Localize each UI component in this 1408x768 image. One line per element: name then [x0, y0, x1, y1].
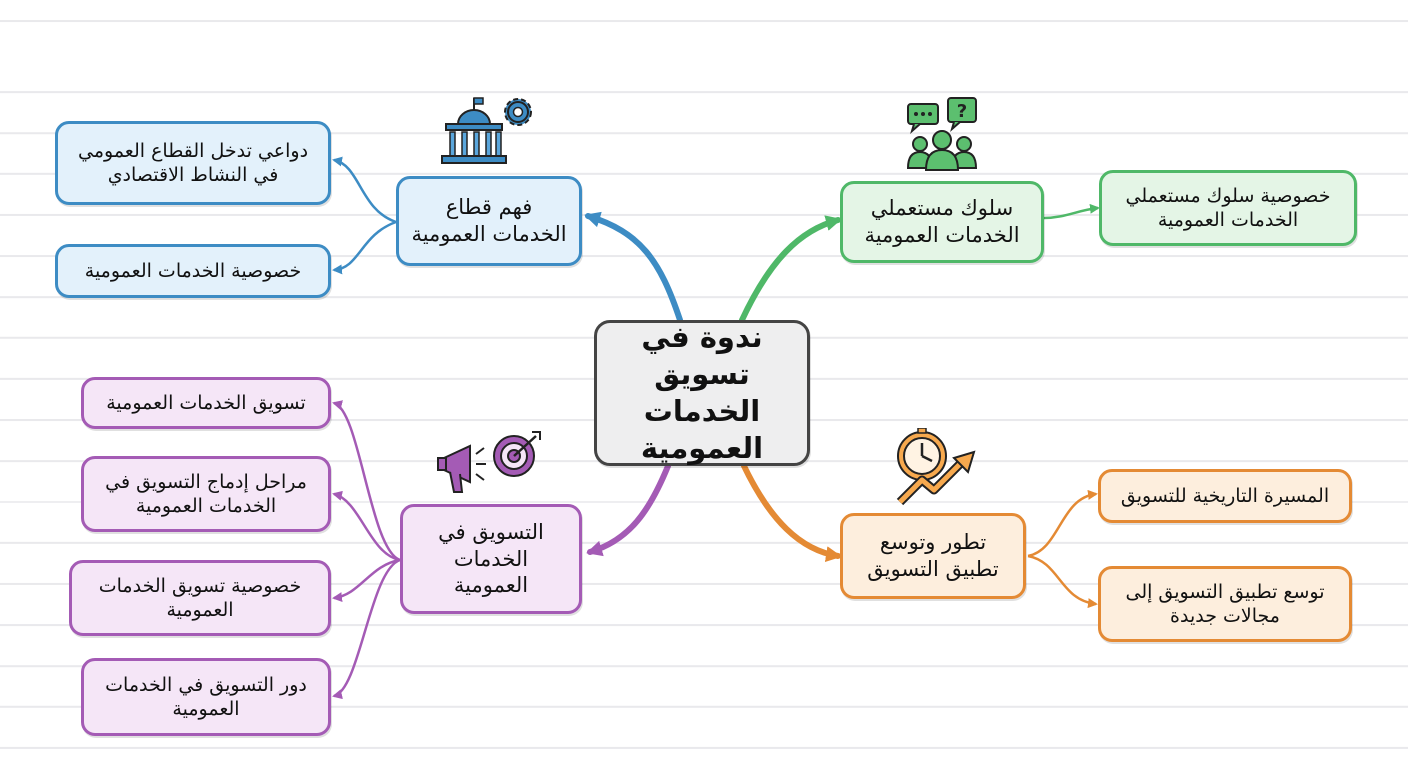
leaf-public-marketing-specificity-label: خصوصية تسويق الخدمات العمومية [98, 574, 302, 621]
link-green-leaf-1 [1043, 203, 1100, 220]
government-building-gear-icon [441, 97, 532, 164]
users-chat-icon: ? [906, 97, 978, 171]
branch-marketing-in-public-services: التسويق في الخدمات العمومية [400, 504, 582, 614]
link-center-purple [586, 463, 671, 557]
svg-text:?: ? [957, 101, 967, 122]
leaf-public-services-marketing-label: تسويق الخدمات العمومية [106, 391, 306, 414]
branch-public-services-sector-label: فهم قطاع الخدمات العمومية [411, 195, 567, 246]
branch-user-behavior-label: سلوك مستعملي الخدمات العمومية [864, 196, 1020, 247]
branch-public-services-sector: فهم قطاع الخدمات العمومية [396, 176, 582, 266]
link-center-blue [584, 211, 683, 323]
leaf-public-services-marketing: تسويق الخدمات العمومية [81, 377, 331, 429]
link-purple-leaf-1 [332, 400, 401, 562]
leaf-user-behavior-specificity-label: خصوصية سلوك مستعملي الخدمات العمومية [1125, 184, 1331, 231]
leaf-public-marketing-specificity: خصوصية تسويق الخدمات العمومية [69, 560, 331, 636]
leaf-marketing-role: دور التسويق في الخدمات العمومية [81, 658, 331, 736]
leaf-public-intervention-reasons: دواعي تدخل القطاع العمومي في النشاط الاق… [55, 121, 331, 205]
center-topic: ندوة في تسويق الخدمات العمومية [594, 320, 810, 466]
link-center-orange [741, 463, 842, 563]
leaf-marketing-role-label: دور التسويق في الخدمات العمومية [105, 673, 307, 720]
leaf-marketing-integration-stages-label: مراحل إدماج التسويق في الخدمات العمومية [105, 470, 307, 517]
link-purple-leaf-3 [332, 558, 401, 603]
branch-marketing-evolution: تطور وتوسع تطبيق التسويق [840, 513, 1026, 599]
center-topic-label: ندوة في تسويق الخدمات العمومية [640, 319, 764, 466]
link-purple-leaf-2 [332, 490, 401, 562]
link-blue-leaf-1 [332, 156, 397, 224]
leaf-marketing-integration-stages: مراحل إدماج التسويق في الخدمات العمومية [81, 456, 331, 532]
clock-growth-icon [896, 428, 976, 506]
link-orange-leaf-2 [1027, 554, 1098, 609]
leaf-marketing-expansion: توسع تطبيق التسويق إلى مجالات جديدة [1098, 566, 1352, 642]
leaf-public-services-specificity-label: خصوصية الخدمات العمومية [84, 259, 302, 282]
leaf-public-intervention-reasons-label: دواعي تدخل القطاع العمومي في النشاط الاق… [77, 139, 309, 186]
megaphone-target-icon [437, 431, 541, 493]
link-purple-leaf-4 [332, 558, 401, 700]
leaf-marketing-history-label: المسيرة التاريخية للتسويق [1120, 484, 1330, 507]
link-center-green [739, 215, 842, 323]
link-blue-leaf-2 [332, 220, 397, 275]
leaf-user-behavior-specificity: خصوصية سلوك مستعملي الخدمات العمومية [1099, 170, 1357, 246]
branch-user-behavior: سلوك مستعملي الخدمات العمومية [840, 181, 1044, 263]
branch-marketing-evolution-label: تطور وتوسع تطبيق التسويق [867, 530, 999, 581]
leaf-marketing-expansion-label: توسع تطبيق التسويق إلى مجالات جديدة [1125, 580, 1325, 627]
leaf-marketing-history: المسيرة التاريخية للتسويق [1098, 469, 1352, 523]
link-orange-leaf-1 [1027, 489, 1098, 558]
leaf-public-services-specificity: خصوصية الخدمات العمومية [55, 244, 331, 298]
branch-marketing-in-public-services-label: التسويق في الخدمات العمومية [438, 519, 544, 598]
